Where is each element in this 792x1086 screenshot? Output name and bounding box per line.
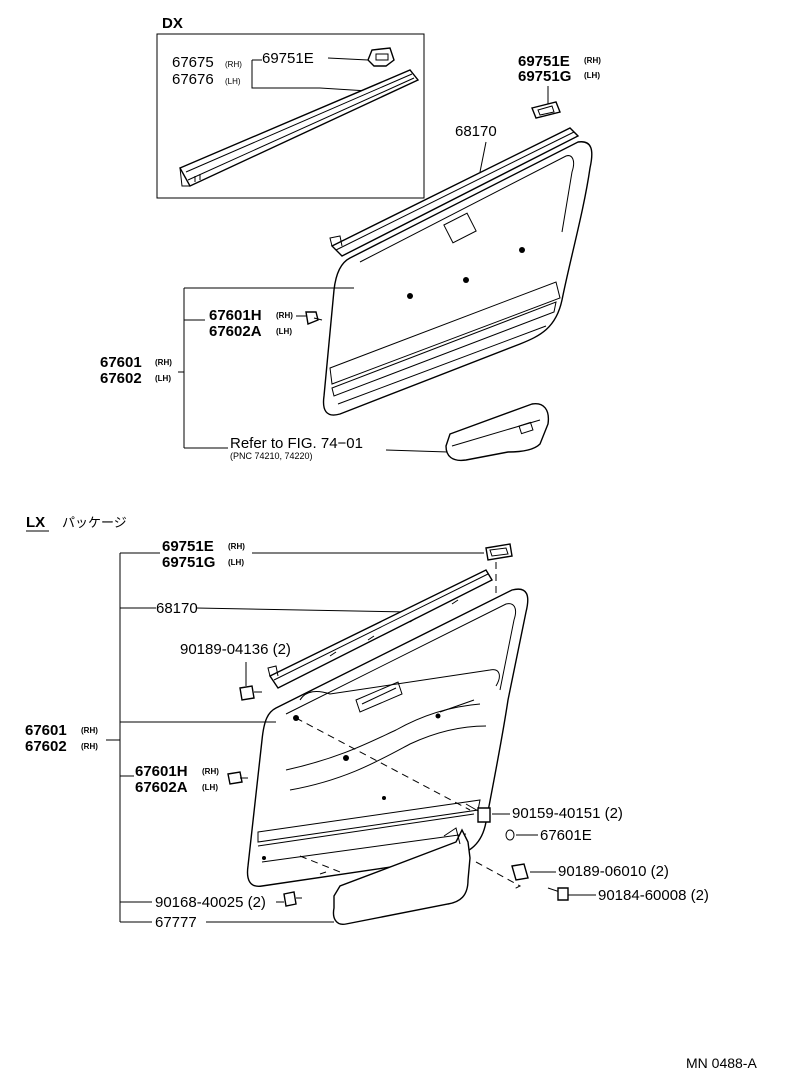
lx-door-pocket: [332, 827, 471, 925]
lx-clip-label-rh: 69751E: [162, 538, 214, 555]
lx-screw-60008-label: 90184-60008 (2): [598, 887, 709, 904]
dx-section: DX 67675 (RH) 67676 (LH) 69751E 69751E (…: [100, 15, 601, 462]
lx-screw-40151-label: 90159-40151 (2): [512, 805, 623, 822]
lx-screw-06010-label: 90189-06010 (2): [558, 863, 669, 880]
dx-clip-h-tag: (RH): [276, 311, 293, 320]
lx-top-clip: [485, 543, 513, 561]
lx-main-bracket: [106, 552, 276, 923]
lx-clip-a-tag: (LH): [202, 783, 218, 792]
dx-section-label: DX: [162, 15, 183, 32]
lx-screw-60008: [547, 887, 569, 901]
dx-armrest: [445, 403, 550, 462]
diagram-id: MN 0488-A: [686, 1055, 757, 1071]
lx-board-lh-label: 67602: [25, 738, 67, 755]
lx-section-label: LX: [26, 514, 45, 531]
lx-section-sub: パッケージ: [62, 515, 127, 530]
lx-weatherstrip-label: 68170: [156, 600, 198, 617]
dx-board-rh-tag: (RH): [155, 358, 172, 367]
lx-door-trim-board: [246, 588, 529, 887]
dx-inset-tag-lh: (LH): [225, 77, 241, 86]
dx-refer-pnc: (PNC 74210, 74220): [230, 451, 313, 461]
lx-screw-40025: [283, 891, 302, 907]
dx-board-rh-label: 67601: [100, 354, 142, 371]
lx-board-rh-label: 67601: [25, 722, 67, 739]
lx-push-clip: [227, 771, 248, 785]
dx-clip-a-tag: (LH): [276, 327, 292, 336]
lx-clip-a-label: 67602A: [135, 779, 188, 796]
lx-clip-tag-rh: (RH): [228, 542, 245, 551]
lx-screw-04136: [239, 685, 262, 701]
dx-board-lh-label: 67602: [100, 370, 142, 387]
dx-inset-label-67675: 67675: [172, 54, 214, 71]
dx-weatherstrip-label: 68170: [455, 123, 497, 140]
dx-push-clip: [305, 311, 323, 325]
dx-top-clip: [531, 101, 561, 119]
dx-refer-leader: [385, 449, 449, 453]
dx-clip-a-label: 67602A: [209, 323, 262, 340]
lx-pocket-label: 67777: [155, 914, 197, 931]
dx-clip-label-lh: 69751G: [518, 68, 571, 85]
dx-belt-moulding: [179, 47, 420, 187]
dx-door-trim-board: [322, 141, 593, 416]
dx-inset-box: [156, 33, 425, 199]
dx-clip-tag-rh: (RH): [584, 56, 601, 65]
dx-weatherstrip: [329, 127, 580, 257]
lx-clip-label-lh: 69751G: [162, 554, 215, 571]
lx-board-lh-tag: (RH): [81, 742, 98, 751]
lx-ring-67601e-label: 67601E: [540, 827, 592, 844]
dx-inset-tag-rh: (RH): [225, 60, 242, 69]
dx-refer-text: Refer to FIG. 74−01: [230, 435, 363, 452]
dx-clip-h-label: 67601H: [209, 307, 262, 324]
dx-clip-label-rh: 69751E: [518, 53, 570, 70]
lx-screw-06010: [511, 863, 529, 881]
lx-screw-40025-label: 90168-40025 (2): [155, 894, 266, 911]
dx-inset-label-67676: 67676: [172, 71, 214, 88]
lx-clip-h-tag: (RH): [202, 767, 219, 776]
lx-clip-h-label: 67601H: [135, 763, 188, 780]
lx-ring-67601e: [505, 829, 515, 841]
dx-inset-leader-clip: [327, 57, 369, 61]
lx-section: LX パッケージ 69751E (RH) 69751G (LH) 68170 9…: [25, 514, 709, 931]
dx-clip-tag-lh: (LH): [584, 71, 600, 80]
dx-board-bracket: [178, 287, 354, 449]
lx-screw-40151: [465, 803, 491, 823]
dx-inset-label-69751e: 69751E: [262, 50, 314, 67]
lx-weatherstrip: [267, 569, 493, 689]
lx-clip-tag-lh: (LH): [228, 558, 244, 567]
dx-inset-leader-belt: [251, 60, 386, 93]
lx-weatherstrip-leader: [195, 607, 411, 613]
dx-board-lh-tag: (LH): [155, 374, 171, 383]
lx-screw-04136-label: 90189-04136 (2): [180, 641, 291, 658]
dx-weatherstrip-leader: [479, 141, 487, 173]
lx-board-rh-tag: (RH): [81, 726, 98, 735]
